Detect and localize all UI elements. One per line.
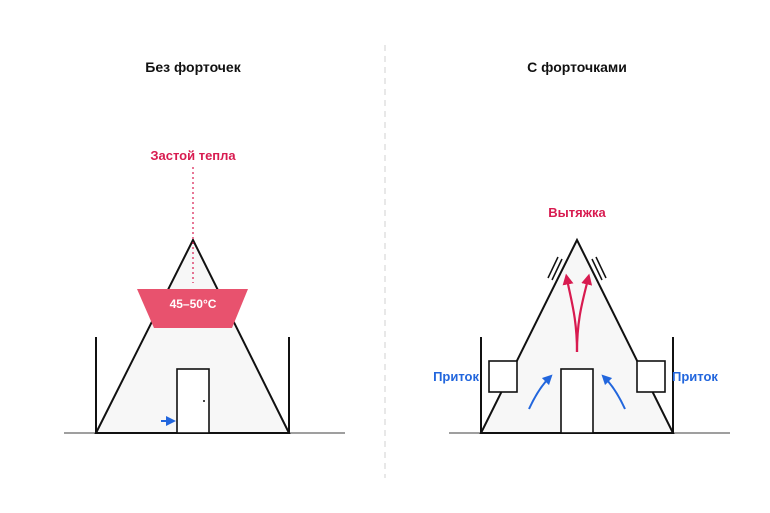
panel-without-vents: Без форточек 45–50°C Застой тепла <box>64 59 345 434</box>
hot-air-zone <box>137 289 248 328</box>
inflow-arrow-right <box>601 374 626 410</box>
exhaust-arrow-right <box>575 273 593 353</box>
left-panel-title: Без форточек <box>145 59 241 75</box>
temperature-label: 45–50°C <box>170 297 217 311</box>
right-door <box>560 368 594 434</box>
roof-vent-flap-right-outer <box>595 256 607 279</box>
heat-stagnation-label: Застой тепла <box>150 148 236 163</box>
side-vent-right <box>636 360 666 393</box>
left-door-handle <box>203 400 205 402</box>
roof-vent-flap-left-outer <box>547 256 559 279</box>
side-vent-left <box>488 360 518 393</box>
inflow-arrow-left <box>528 374 553 410</box>
inflow-label-left: Приток <box>433 369 479 384</box>
roof-vent-flap-left-inner <box>551 258 563 281</box>
roof-vent-flap-right-inner <box>591 258 603 281</box>
exhaust-label: Вытяжка <box>548 205 606 220</box>
right-panel-title: С форточками <box>527 59 627 75</box>
inflow-label-right: Приток <box>672 369 718 384</box>
panel-with-vents: С форточками Вытяжка Приток Приток <box>433 59 730 434</box>
